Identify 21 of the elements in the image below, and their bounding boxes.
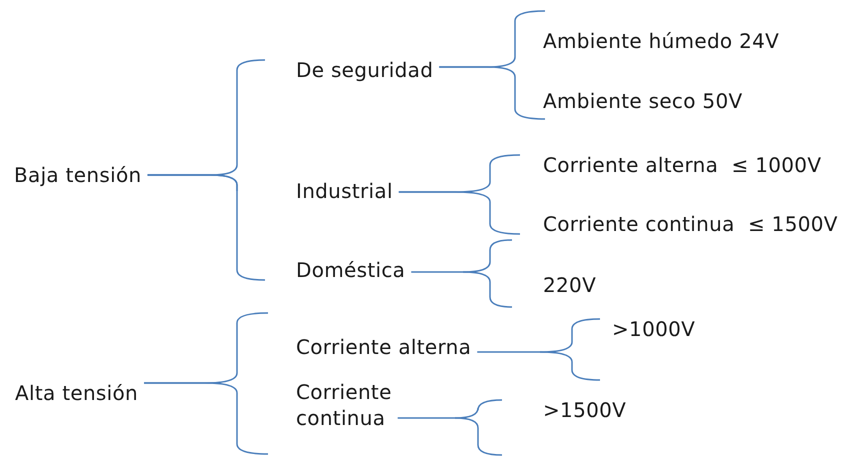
category-label: Alta tensión	[15, 380, 138, 406]
category-label: Baja tensión	[14, 162, 142, 188]
category-label: Doméstica	[265, 257, 406, 283]
category-label: Ambiente húmedo 24V	[541, 8, 780, 54]
category-label: >1000V	[598, 316, 696, 342]
category-label: Industrial	[237, 178, 393, 204]
curly-brace	[411, 271, 512, 308]
category-label: Ambiente seco 50V	[541, 88, 742, 122]
category-label: Corriente continua	[266, 379, 426, 457]
category-label: >1500V	[500, 397, 626, 457]
category-label: Corriente alterna	[266, 310, 472, 360]
category-label: Corriente alterna ≤ 1000V	[518, 152, 822, 178]
curly-brace	[398, 399, 502, 419]
curly-brace	[477, 318, 600, 353]
category-label: De seguridad	[265, 57, 434, 83]
curly-brace	[144, 382, 268, 455]
curly-brace	[398, 191, 520, 235]
category-label: Corriente continua ≤ 1500V	[518, 211, 838, 237]
curly-brace	[439, 66, 545, 120]
category-label: 220V	[510, 272, 596, 310]
curly-brace	[147, 174, 266, 281]
